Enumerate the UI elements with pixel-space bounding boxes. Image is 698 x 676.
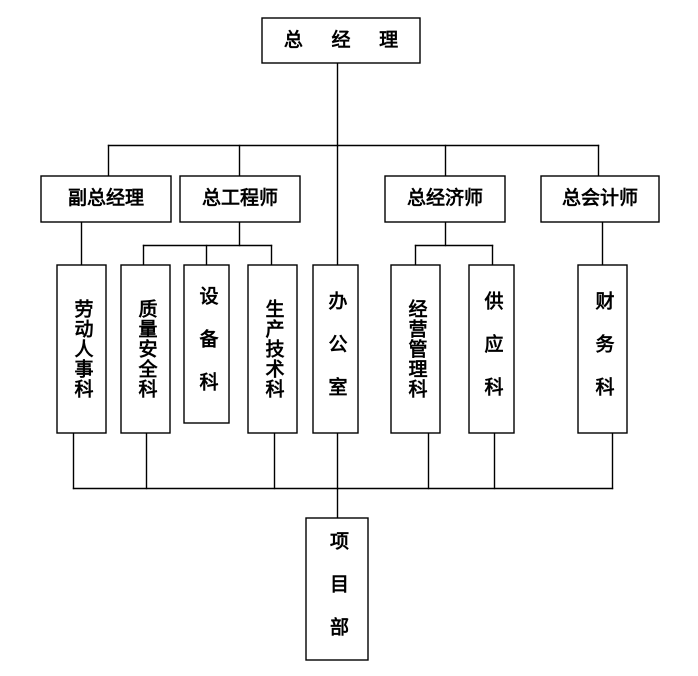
box-finance-dept[interactable] (577, 264, 628, 434)
box-supply-dept[interactable] (468, 264, 515, 434)
box-office[interactable] (312, 264, 359, 434)
box-project-dept[interactable] (305, 517, 369, 661)
connector-layer (72, 62, 614, 519)
node-box-layer (40, 17, 660, 661)
box-chief-accountant[interactable] (540, 175, 660, 223)
box-quality-safety-dept[interactable] (120, 264, 171, 434)
box-labor-personnel-dept[interactable] (56, 264, 107, 434)
box-production-tech-dept[interactable] (247, 264, 298, 434)
box-chief-economist[interactable] (384, 175, 506, 223)
box-business-mgmt-dept[interactable] (390, 264, 441, 434)
box-general-manager[interactable] (261, 17, 421, 64)
box-deputy-general-manager[interactable] (40, 175, 172, 223)
box-equipment-dept[interactable] (183, 264, 230, 424)
box-chief-engineer[interactable] (179, 175, 301, 223)
